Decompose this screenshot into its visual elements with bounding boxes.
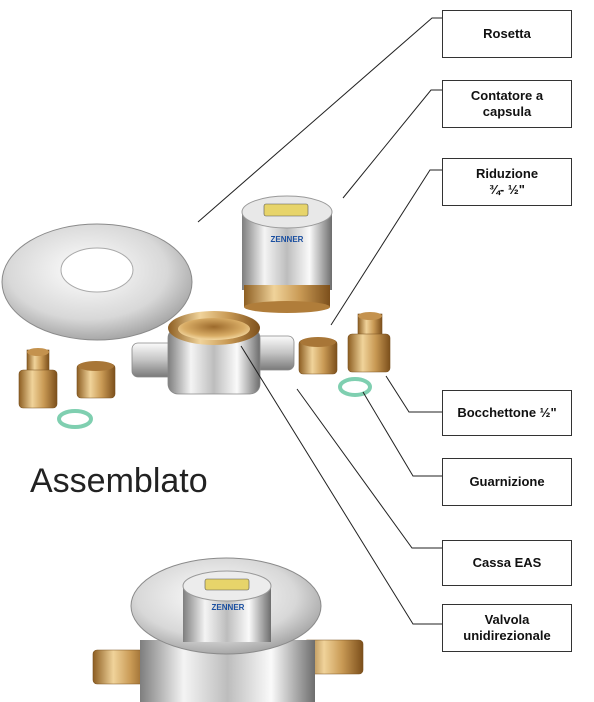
- label-contatore: Contatore a capsula: [442, 80, 572, 128]
- assembled-unit: [92, 557, 364, 702]
- leader-line-rosetta: [197, 17, 442, 223]
- label-valvola: Valvola unidirezionale: [442, 604, 572, 652]
- left-union-part: [18, 348, 58, 409]
- left-reducer-part: [76, 361, 116, 399]
- right-gasket-part: [338, 377, 372, 397]
- leader-line-cassa: [296, 388, 442, 549]
- right-union-part: [347, 312, 391, 373]
- label-riduzione: Riduzione ¾- ½": [442, 158, 572, 206]
- right-reducer-part: [298, 337, 338, 375]
- leader-line-contatore: [342, 89, 442, 199]
- left-gasket-part: [57, 409, 93, 429]
- label-cassa: Cassa EAS: [442, 540, 572, 586]
- meter-brand-text: ZENNER: [271, 235, 304, 244]
- label-guarnizione: Guarnizione: [442, 458, 572, 506]
- capsule-meter-part: [241, 195, 333, 313]
- label-rosetta: Rosetta: [442, 10, 572, 58]
- label-bocchettone: Bocchettone ½": [442, 390, 572, 436]
- assembled-title: Assemblato: [30, 462, 208, 500]
- leader-line-bocchettone: [385, 375, 442, 413]
- leader-line-valvola: [240, 345, 442, 625]
- leader-line-riduzione: [330, 169, 442, 326]
- leader-line-guarnizione: [362, 391, 442, 477]
- leader-lines: [197, 17, 442, 625]
- assembled-brand-text: ZENNER: [212, 603, 245, 612]
- rosetta-part: [1, 223, 193, 341]
- eas-housing-part: [131, 311, 295, 395]
